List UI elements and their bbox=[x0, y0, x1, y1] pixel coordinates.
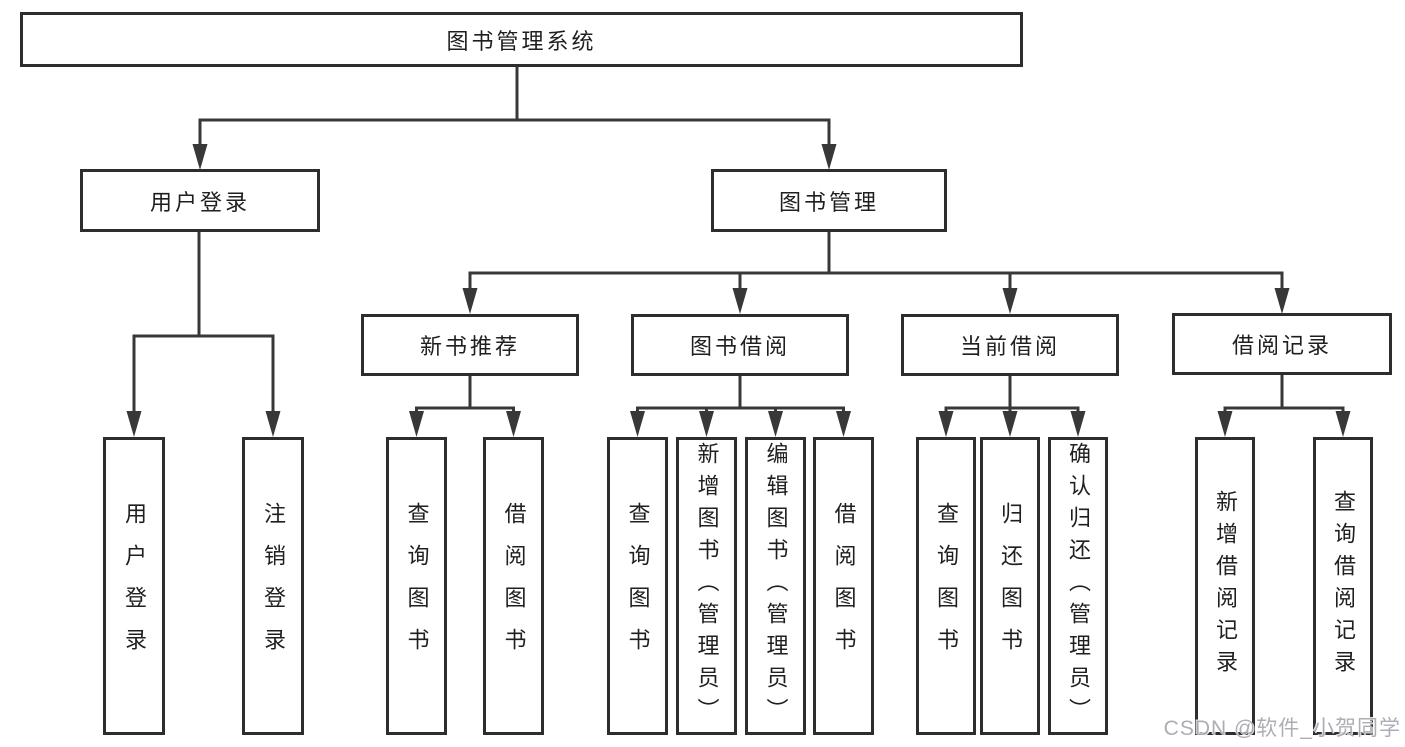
leaf-add-borrow-record-label: 新增借阅记录 bbox=[1213, 490, 1238, 682]
leaf-query-books-current: 查询图书 bbox=[916, 437, 976, 735]
node-user-login: 用户登录 bbox=[80, 169, 320, 232]
leaf-query-books-recommend-label: 查询图书 bbox=[404, 502, 430, 670]
leaf-add-borrow-record: 新增借阅记录 bbox=[1195, 437, 1255, 735]
node-library-system: 图书管理系统 bbox=[20, 12, 1023, 67]
node-current-borrowing-label: 当前借阅 bbox=[959, 334, 1060, 359]
leaf-return-books: 归还图书 bbox=[980, 437, 1040, 735]
csdn-watermark: CSDN @软件_小贺同学 bbox=[1163, 717, 1401, 740]
node-new-book-recommend: 新书推荐 bbox=[361, 314, 579, 376]
node-borrow-records: 借阅记录 bbox=[1172, 313, 1392, 375]
leaf-query-books-current-label: 查询图书 bbox=[934, 502, 959, 670]
leaf-query-books-borrowing: 查询图书 bbox=[607, 437, 668, 735]
leaf-logout-login-label: 注销登录 bbox=[261, 502, 286, 670]
leaf-query-books-recommend: 查询图书 bbox=[386, 437, 447, 735]
leaf-borrow-books-borrowing: 借阅图书 bbox=[813, 437, 874, 735]
node-library-system-label: 图书管理系统 bbox=[446, 28, 597, 54]
leaf-edit-books-admin: 编辑图书（管理员） bbox=[745, 437, 806, 735]
leaf-edit-books-admin-label: 编辑图书（管理员） bbox=[763, 442, 789, 730]
leaf-borrow-books-recommend-label: 借阅图书 bbox=[501, 502, 527, 670]
node-book-borrowing: 图书借阅 bbox=[631, 314, 849, 376]
node-borrow-records-label: 借阅记录 bbox=[1231, 333, 1332, 358]
leaf-query-borrow-record-label: 查询借阅记录 bbox=[1331, 490, 1356, 682]
leaf-confirm-return-admin-label: 确认归还（管理员） bbox=[1066, 442, 1091, 730]
node-book-management: 图书管理 bbox=[711, 169, 947, 232]
leaf-confirm-return-admin: 确认归还（管理员） bbox=[1048, 437, 1108, 735]
node-book-borrowing-label: 图书借阅 bbox=[689, 334, 790, 359]
leaf-add-books-admin-label: 新增图书（管理员） bbox=[694, 442, 720, 730]
leaf-query-books-borrowing-label: 查询图书 bbox=[625, 502, 651, 670]
leaf-add-books-admin: 新增图书（管理员） bbox=[676, 437, 737, 735]
node-user-login-label: 用户登录 bbox=[149, 189, 250, 215]
leaf-borrow-books-recommend: 借阅图书 bbox=[483, 437, 544, 735]
node-new-book-recommend-label: 新书推荐 bbox=[419, 334, 520, 359]
node-current-borrowing: 当前借阅 bbox=[901, 314, 1119, 376]
node-book-management-label: 图书管理 bbox=[778, 189, 879, 215]
leaf-return-books-label: 归还图书 bbox=[998, 502, 1023, 670]
leaf-logout-login: 注销登录 bbox=[242, 437, 304, 735]
leaf-query-borrow-record: 查询借阅记录 bbox=[1313, 437, 1373, 735]
leaf-user-login: 用户登录 bbox=[103, 437, 165, 735]
leaf-borrow-books-borrowing-label: 借阅图书 bbox=[831, 502, 857, 670]
leaf-user-login-label: 用户登录 bbox=[122, 502, 147, 670]
